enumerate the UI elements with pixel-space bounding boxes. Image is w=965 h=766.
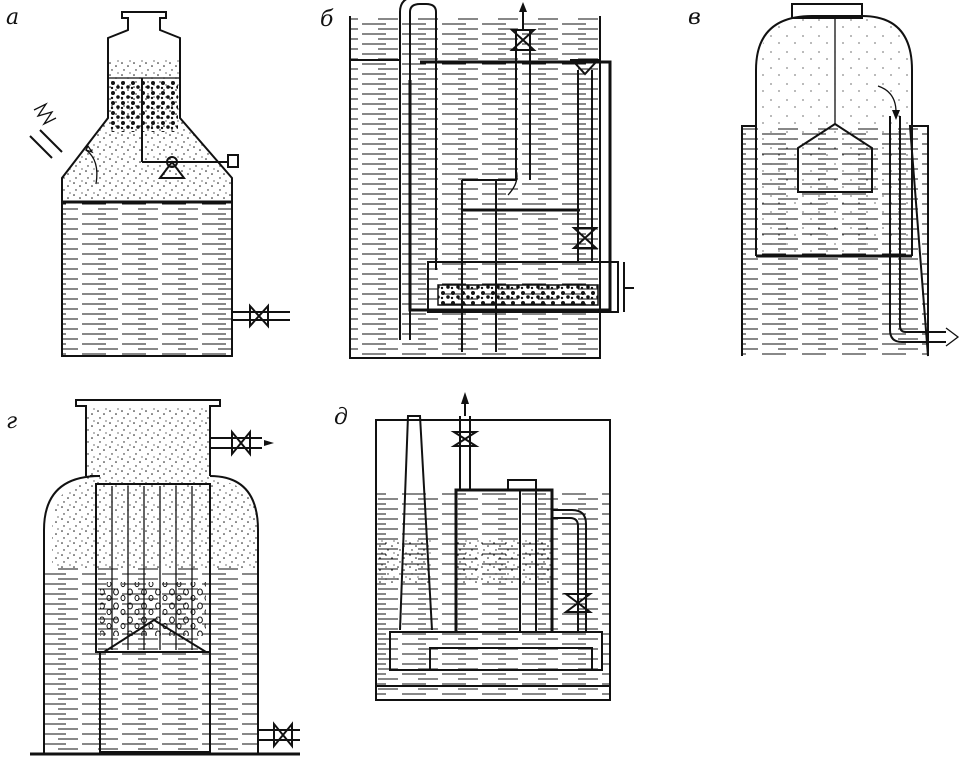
hatch: [791, 3, 863, 19]
gravel-zone: [110, 80, 178, 132]
gas-valve: [450, 431, 480, 447]
tank-v: [741, 3, 960, 357]
siphon-pipe: [409, 3, 437, 340]
panel-label-g: г: [6, 409, 17, 434]
filter-bed: [437, 284, 599, 306]
panel-label-v: в: [688, 5, 701, 30]
gas-hood-zone: [86, 408, 210, 482]
panel-label-a: а: [6, 5, 19, 30]
tank-d: [375, 392, 611, 701]
tank-a: [29, 11, 290, 357]
inlet-arrow: [33, 102, 57, 126]
gas-zone: [758, 18, 910, 256]
panel-b: б: [320, 0, 634, 359]
float-cone: [158, 160, 186, 179]
outlet-valve: [249, 303, 269, 329]
outlet-pipe: [232, 311, 290, 321]
bell-outline: [454, 488, 554, 632]
panel-g: г: [6, 399, 300, 756]
dome-outline: [755, 15, 913, 256]
panel-v: в: [688, 3, 960, 357]
cone-distributor: [103, 618, 207, 653]
liquid-zone: [62, 200, 232, 356]
inlet-pipe: [29, 129, 63, 159]
panel-a: а: [6, 5, 290, 357]
gas-arrow: [461, 392, 469, 404]
top-valve: [509, 29, 537, 51]
tank-outline: [61, 11, 233, 357]
dome-outline: [43, 475, 259, 754]
gas-valve: [231, 429, 251, 457]
sand-layer: [456, 540, 552, 584]
panel-label-d: д: [334, 405, 348, 430]
neck-outline: [75, 399, 221, 476]
liquid-zone: [350, 16, 600, 358]
tank-g: [30, 399, 300, 756]
tank-b: [349, 0, 634, 359]
panel-d: д: [334, 392, 611, 701]
outlet-pipe: [889, 116, 946, 343]
drain-channel: [429, 647, 593, 671]
gas-arrow: [519, 2, 527, 12]
outlet-valve: [273, 721, 293, 749]
bubble-zone: [100, 582, 206, 636]
lower-sump: [99, 651, 211, 753]
filter-box: [797, 122, 873, 193]
side-valve: [571, 227, 599, 249]
side-valve: [563, 593, 593, 613]
panel-label-b: б: [320, 7, 334, 32]
sloped-duct: [399, 415, 433, 631]
